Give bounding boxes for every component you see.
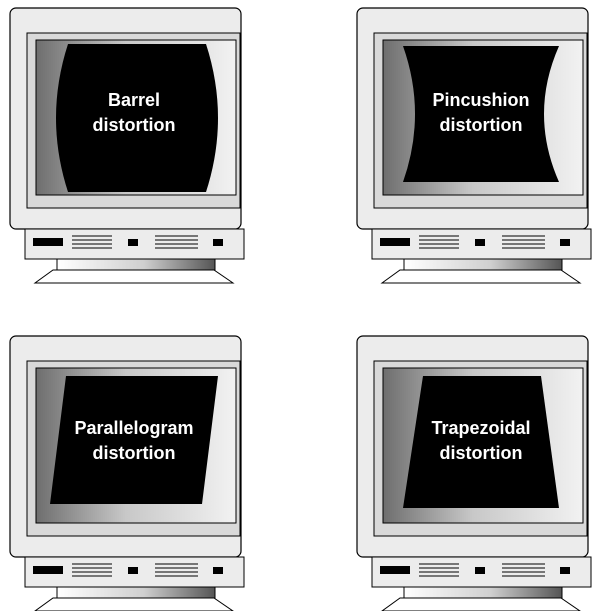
monitor-trapezoidal: Trapezoidal distortion [357,336,591,611]
label-parallelogram-line1: Parallelogram [74,418,193,438]
label-barrel-line2: distortion [93,115,176,135]
label-pincushion-line1: Pincushion [432,90,529,110]
label-barrel-line1: Barrel [108,90,160,110]
screen-trapezoidal [403,376,559,508]
label-trapezoidal-line1: Trapezoidal [431,418,530,438]
label-parallelogram-line2: distortion [93,443,176,463]
screen-pincushion [403,46,559,182]
screen-parallelogram [50,376,218,504]
monitor-parallelogram: Parallelogram distortion [10,336,244,611]
monitor-barrel: Barrel distortion [10,8,244,283]
monitor-pincushion: Pincushion distortion [357,8,591,283]
label-pincushion-line2: distortion [440,115,523,135]
label-trapezoidal-line2: distortion [440,443,523,463]
